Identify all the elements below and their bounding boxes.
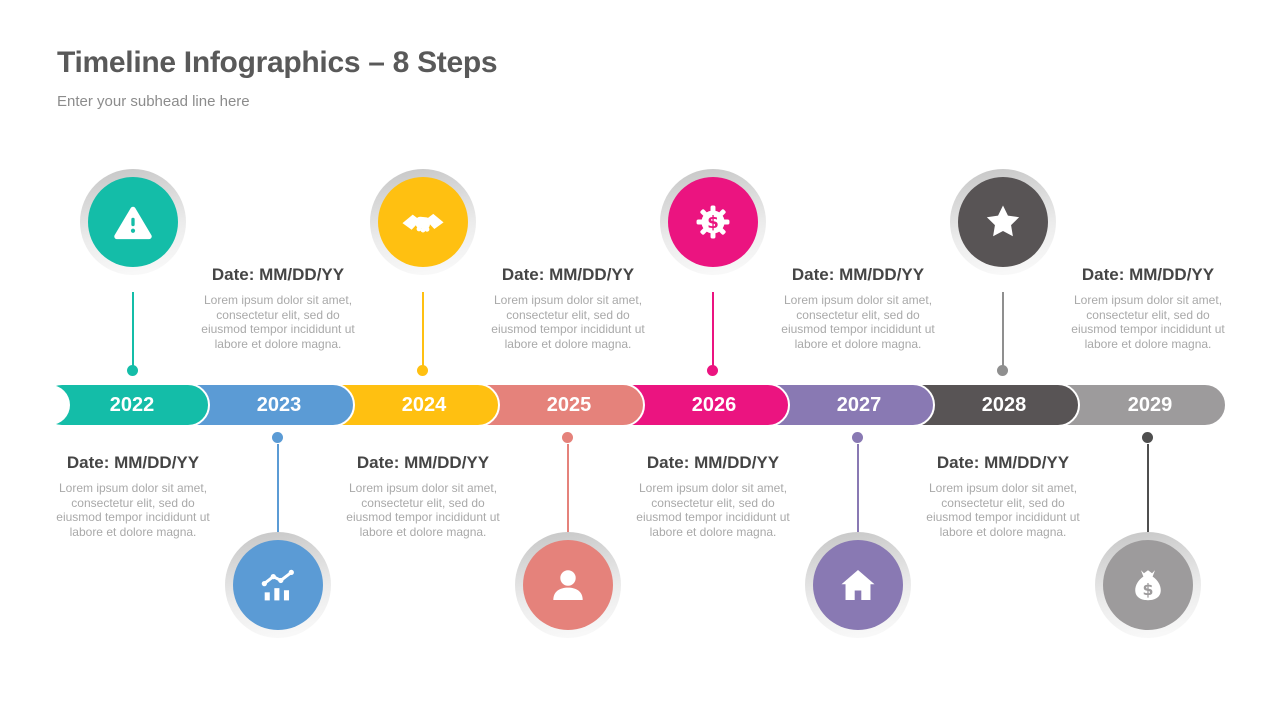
year-label: 2022	[109, 393, 155, 416]
year-label: 2025	[546, 393, 592, 416]
step-circle	[225, 532, 331, 638]
connector-dot	[997, 365, 1008, 376]
connector-line	[1147, 444, 1149, 532]
step-2027: Date: MM/DD/YY Lorem ipsum dolor sit ame…	[773, 165, 943, 655]
step-circle	[805, 532, 911, 638]
step-description: Lorem ipsum dolor sit amet, consectetur …	[636, 481, 790, 539]
step-description: Lorem ipsum dolor sit amet, consectetur …	[781, 293, 935, 351]
year-label: 2026	[691, 393, 737, 416]
step-circle	[370, 169, 476, 275]
step-2024: Date: MM/DD/YY Lorem ipsum dolor sit ame…	[338, 165, 508, 655]
page-subtitle: Enter your subhead line here	[57, 93, 250, 110]
step-circle	[515, 532, 621, 638]
date-label: Date: MM/DD/YY	[211, 265, 345, 284]
connector-dot	[707, 365, 718, 376]
star-icon	[986, 205, 1020, 237]
connector-line	[132, 292, 134, 366]
step-circle: $	[660, 169, 766, 275]
date-label: Date: MM/DD/YY	[936, 453, 1070, 472]
gear-dollar-icon: $	[696, 205, 730, 239]
step-text: Date: MM/DD/YY Lorem ipsum dolor sit ame…	[918, 453, 1088, 540]
step-description: Lorem ipsum dolor sit amet, consectetur …	[201, 293, 355, 351]
step-circle: $	[1095, 532, 1201, 638]
step-text: Date: MM/DD/YY Lorem ipsum dolor sit ame…	[338, 453, 508, 540]
handshake-icon	[402, 213, 444, 233]
step-text: Date: MM/DD/YY Lorem ipsum dolor sit ame…	[1063, 265, 1233, 352]
date-label: Date: MM/DD/YY	[356, 453, 490, 472]
connector-dot	[127, 365, 138, 376]
connector-dot	[562, 432, 573, 443]
connector-line	[277, 444, 279, 532]
year-label: 2024	[401, 393, 447, 416]
connector-line	[712, 292, 714, 366]
step-description: Lorem ipsum dolor sit amet, consectetur …	[1071, 293, 1225, 351]
date-label: Date: MM/DD/YY	[791, 265, 925, 284]
step-text: Date: MM/DD/YY Lorem ipsum dolor sit ame…	[773, 265, 943, 352]
band-start-notch	[30, 385, 70, 425]
step-2028: Date: MM/DD/YY Lorem ipsum dolor sit ame…	[918, 165, 1088, 655]
warning-icon	[114, 206, 152, 240]
svg-text:$: $	[1143, 580, 1154, 599]
step-2025: Date: MM/DD/YY Lorem ipsum dolor sit ame…	[483, 165, 653, 655]
year-label: 2027	[836, 393, 882, 416]
step-circle	[80, 169, 186, 275]
step-text: Date: MM/DD/YY Lorem ipsum dolor sit ame…	[483, 265, 653, 352]
step-description: Lorem ipsum dolor sit amet, consectetur …	[56, 481, 210, 539]
svg-text:$: $	[707, 213, 719, 232]
step-description: Lorem ipsum dolor sit amet, consectetur …	[346, 481, 500, 539]
page-title: Timeline Infographics – 8 Steps	[57, 46, 498, 79]
money-bag-icon: $	[1135, 570, 1161, 601]
step-description: Lorem ipsum dolor sit amet, consectetur …	[926, 481, 1080, 539]
user-icon	[553, 570, 583, 601]
home-icon	[841, 569, 875, 601]
year-label: 2023	[256, 393, 302, 416]
connector-dot	[1142, 432, 1153, 443]
connector-dot	[272, 432, 283, 443]
date-label: Date: MM/DD/YY	[646, 453, 780, 472]
date-label: Date: MM/DD/YY	[66, 453, 200, 472]
step-2022: Date: MM/DD/YY Lorem ipsum dolor sit ame…	[48, 165, 218, 655]
connector-line	[1002, 292, 1004, 366]
connector-dot	[852, 432, 863, 443]
year-label: 2028	[981, 393, 1027, 416]
step-circle	[950, 169, 1056, 275]
date-label: Date: MM/DD/YY	[501, 265, 635, 284]
step-2023: Date: MM/DD/YY Lorem ipsum dolor sit ame…	[193, 165, 363, 655]
step-description: Lorem ipsum dolor sit amet, consectetur …	[491, 293, 645, 351]
step-text: Date: MM/DD/YY Lorem ipsum dolor sit ame…	[628, 453, 798, 540]
connector-line	[422, 292, 424, 366]
connector-line	[567, 444, 569, 532]
date-label: Date: MM/DD/YY	[1081, 265, 1215, 284]
step-2026: $ Date: MM/DD/YY Lorem ipsum dolor sit a…	[628, 165, 798, 655]
connector-line	[857, 444, 859, 532]
step-2029: Date: MM/DD/YY Lorem ipsum dolor sit ame…	[1063, 165, 1233, 655]
step-text: Date: MM/DD/YY Lorem ipsum dolor sit ame…	[48, 453, 218, 540]
chart-trend-icon	[261, 569, 294, 601]
year-label: 2029	[1127, 393, 1173, 416]
connector-dot	[417, 365, 428, 376]
step-text: Date: MM/DD/YY Lorem ipsum dolor sit ame…	[193, 265, 363, 352]
